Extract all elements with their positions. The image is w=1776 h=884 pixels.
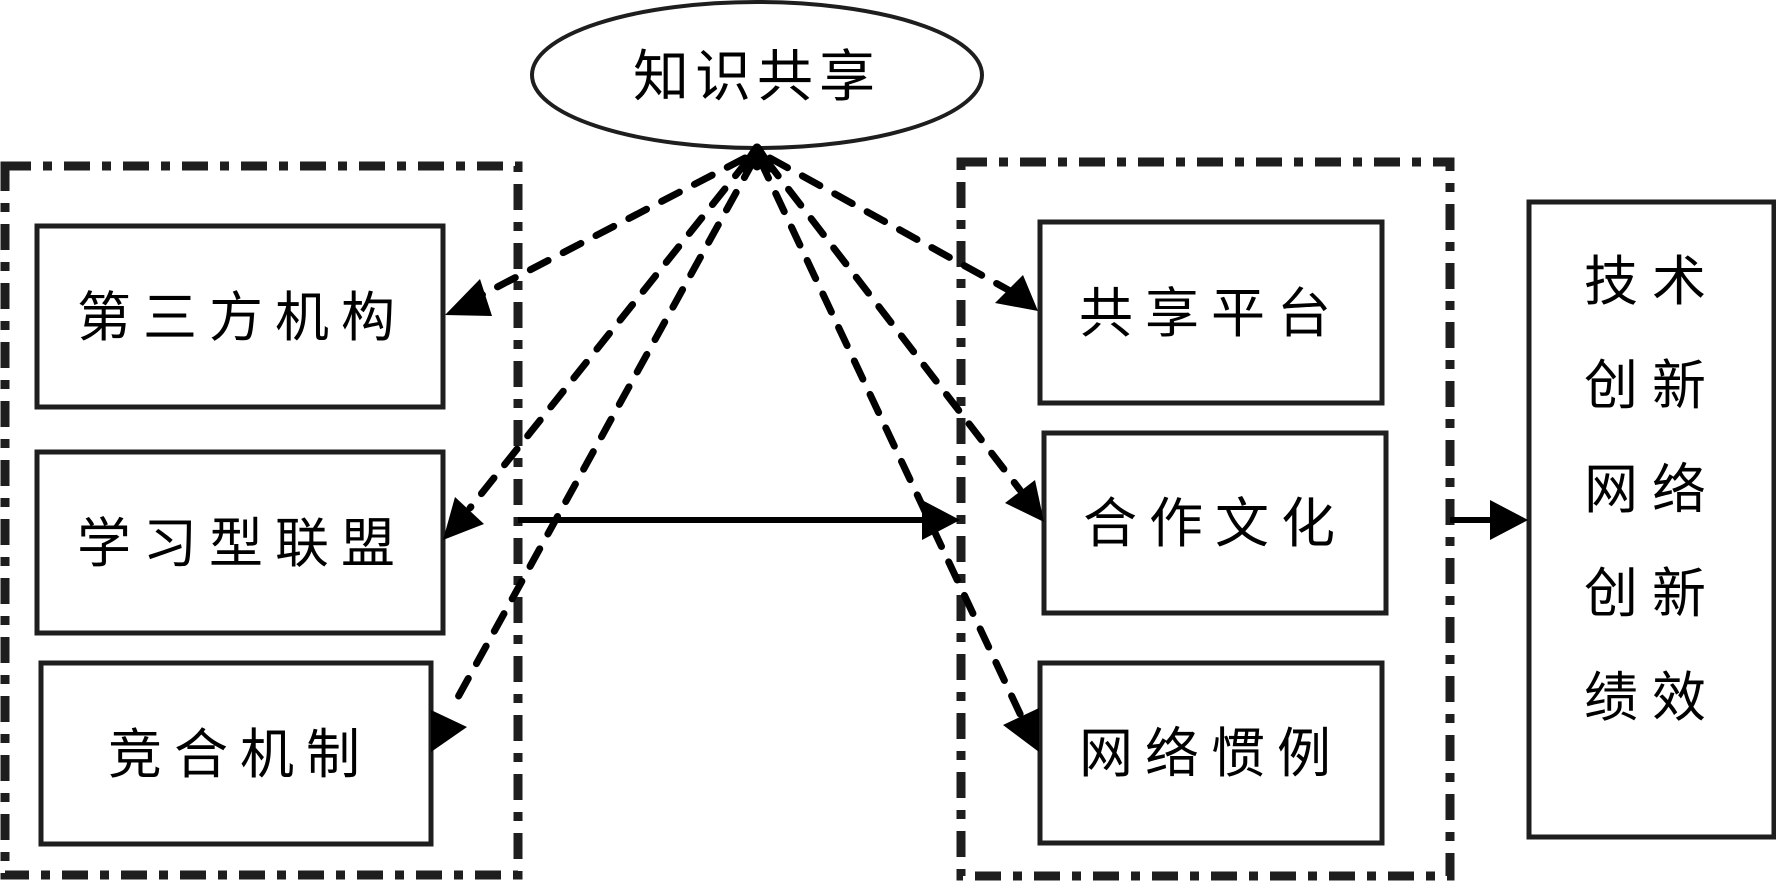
edge-left-to-right-group (518, 500, 960, 540)
node-outcome: 技术 创新 网络 创新 绩效 (1526, 199, 1776, 840)
box-shape (1037, 660, 1385, 846)
edge-line (762, 156, 1024, 494)
node-cooperative-culture: 合作文化 (1041, 430, 1389, 616)
box-shape (34, 223, 446, 410)
node-label: 网络惯例 (1079, 722, 1343, 785)
outcome-label-line-3: 网络 (1584, 458, 1720, 521)
convergence-arrow-icon (739, 143, 775, 173)
arrowhead-icon (995, 275, 1038, 311)
edge-to-third-party (445, 154, 749, 316)
node-label: 知识共享 (633, 45, 881, 110)
edge-to-learning-alliance (443, 156, 752, 540)
arrowhead-icon (1490, 500, 1528, 540)
outcome-label-line-5: 绩效 (1584, 666, 1720, 729)
box-shape (38, 660, 434, 847)
arrowhead-icon (1005, 480, 1044, 522)
edge-to-sharing-platform (766, 154, 1038, 311)
edge-to-cooperative-culture (762, 156, 1044, 522)
dashed-edges (431, 143, 1044, 752)
outcome-label-line-2: 创新 (1584, 354, 1720, 417)
box-shape (1037, 219, 1385, 406)
outcome-label-line-4: 创新 (1584, 562, 1720, 625)
box-shape (1041, 430, 1389, 616)
node-label: 学习型联盟 (77, 512, 407, 575)
node-sharing-platform: 共享平台 (1037, 219, 1385, 406)
box-shape (1526, 199, 1776, 840)
node-learning-alliance: 学习型联盟 (34, 449, 446, 636)
node-label: 共享平台 (1079, 282, 1343, 345)
box-shape (34, 449, 446, 636)
node-label: 第三方机构 (77, 286, 407, 349)
arrowhead-icon (922, 500, 960, 540)
node-label: 合作文化 (1083, 492, 1347, 555)
edge-line (756, 156, 1026, 722)
node-knowledge-sharing: 知识共享 (530, 0, 984, 150)
node-label: 竞合机制 (108, 723, 372, 786)
edge-line (448, 156, 758, 712)
node-coopetition: 竞合机制 (38, 660, 434, 847)
edge-right-group-to-outcome (1450, 500, 1528, 540)
edge-to-network-convention (756, 156, 1039, 752)
node-third-party: 第三方机构 (34, 223, 446, 410)
arrowhead-icon (443, 497, 484, 540)
edge-line (466, 156, 752, 512)
outcome-label-line-1: 技术 (1584, 250, 1720, 313)
node-network-convention: 网络惯例 (1037, 660, 1385, 846)
edge-line (474, 154, 749, 301)
arrowhead-icon (1003, 708, 1039, 752)
edge-line (766, 154, 1016, 296)
edge-to-coopetition (431, 156, 758, 752)
arrowhead-icon (431, 710, 467, 752)
arrowhead-icon (445, 279, 492, 316)
